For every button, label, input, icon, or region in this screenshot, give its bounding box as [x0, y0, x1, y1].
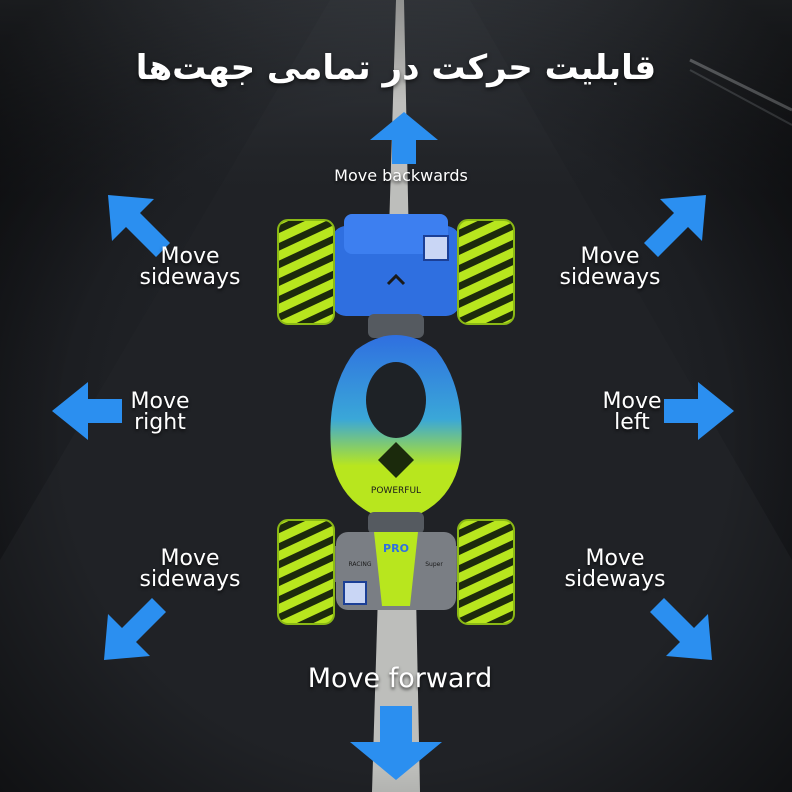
rear-joint	[368, 512, 424, 534]
arrow-down-right-icon	[650, 598, 712, 660]
pro-text: PRO	[383, 542, 409, 555]
label-sideways-top-right: Move sideways	[559, 244, 661, 290]
label-sideways-top-left: Move sideways	[139, 244, 241, 290]
front-left-wheel	[277, 219, 335, 325]
label-move-backwards: Move backwards	[334, 166, 468, 185]
label-move-right: Move right	[130, 389, 190, 435]
powerful-text: POWERFUL	[371, 486, 421, 496]
arrow-left-icon	[52, 382, 122, 440]
arrow-down-left-icon	[104, 598, 166, 660]
label-move-forward: Move forward	[307, 663, 493, 694]
x-badge-front	[423, 235, 449, 261]
racing-text: RACING	[348, 561, 371, 568]
rear-right-wheel	[457, 519, 515, 625]
rc-stunt-car: POWERFUL PRO RACING Super	[277, 214, 515, 625]
body-vent	[366, 362, 426, 438]
arrow-right-icon	[664, 382, 734, 440]
label-sideways-bottom-left: Move sideways	[139, 546, 241, 592]
x-logo	[378, 442, 414, 478]
label-sideways-bottom-right: Move sideways	[564, 546, 666, 592]
arrow-up-icon	[370, 112, 438, 164]
arrow-up-left-icon	[108, 195, 170, 257]
page-title: قابلیت حرکت در تمامی جهت‌ها	[135, 48, 657, 88]
front-joint	[368, 314, 424, 338]
arrow-up-right-icon	[644, 195, 706, 257]
front-right-wheel	[457, 219, 515, 325]
x-badge-rear	[343, 581, 367, 605]
rear-left-wheel	[277, 519, 335, 625]
super-text: Super	[425, 561, 443, 568]
arrow-down-icon	[350, 706, 442, 780]
label-move-left: Move left	[602, 389, 662, 435]
